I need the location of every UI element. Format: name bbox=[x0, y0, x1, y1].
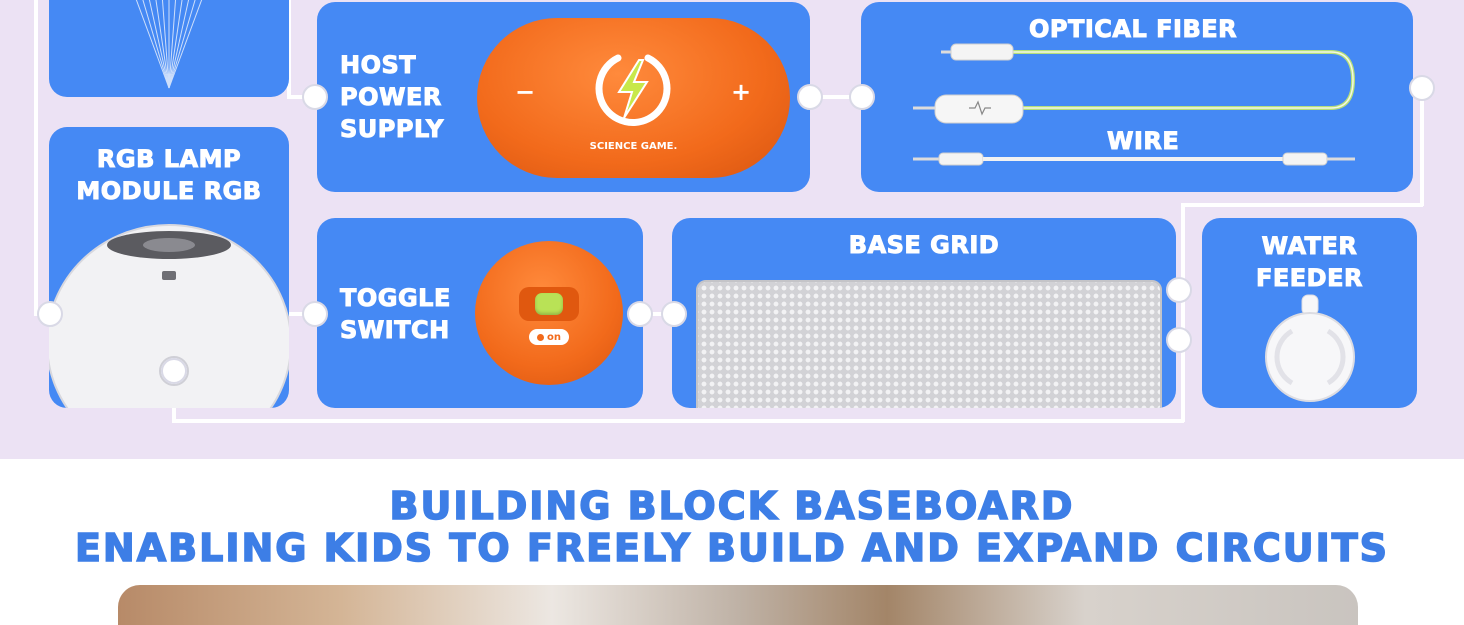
on-indicator-dot bbox=[537, 333, 544, 341]
water-feeder-card: WATER FEEDER bbox=[1202, 218, 1417, 408]
optical-fiber-label: OPTICAL FIBER bbox=[1028, 15, 1238, 44]
connector-dot bbox=[161, 358, 187, 384]
connector-dot bbox=[37, 301, 63, 327]
wire-illustration bbox=[913, 152, 1355, 166]
plus-symbol: + bbox=[731, 78, 752, 106]
toggle-knob bbox=[535, 293, 563, 315]
headline-line-2: ENABLING KIDS TO FREELY BUILD AND EXPAND… bbox=[74, 525, 1390, 571]
connector-line bbox=[640, 312, 674, 316]
host-power-supply-card: HOST POWER SUPPLY − + SCIENCE GAME. bbox=[317, 2, 810, 192]
kids-building-photo bbox=[118, 585, 1358, 625]
toggle-switch-pod: on bbox=[475, 241, 623, 385]
base-grid-label: BASE GRID bbox=[848, 231, 1000, 260]
toggle-switch-label: TOGGLE SWITCH bbox=[340, 284, 451, 345]
base-grid-card: BASE GRID bbox=[672, 218, 1176, 408]
connector-dot bbox=[302, 301, 328, 327]
connector-line bbox=[172, 419, 1184, 423]
toggle-switch-card: TOGGLE SWITCH on bbox=[317, 218, 643, 408]
component-diagram-panel: RGB LAMP MODULE RGB HOST POWER SUPPLY − … bbox=[0, 0, 1464, 459]
fiber-strands-illustration bbox=[135, 0, 203, 89]
power-bolt-icon bbox=[595, 54, 671, 127]
connector-dot bbox=[1166, 327, 1192, 353]
brand-label: SCIENCE GAME. bbox=[589, 141, 678, 152]
rgb-lamp-illustration bbox=[49, 224, 289, 408]
on-indicator-label: on bbox=[547, 331, 561, 343]
water-feeder-illustration bbox=[1265, 294, 1355, 402]
base-grid-board bbox=[696, 280, 1162, 408]
connector-dot bbox=[627, 301, 653, 327]
connector-dot bbox=[302, 84, 328, 110]
connector-dot bbox=[849, 84, 875, 110]
connector-dot bbox=[1166, 277, 1192, 303]
connector-line bbox=[808, 95, 863, 99]
minus-symbol: − bbox=[515, 78, 536, 106]
rgb-lamp-module-label: RGB LAMP MODULE RGB bbox=[76, 145, 262, 206]
connector-line bbox=[1181, 204, 1185, 422]
optical-fiber-illustration bbox=[913, 43, 1356, 124]
headline-line-1: BUILDING BLOCK BASEBOARD bbox=[389, 483, 1075, 529]
connector-line bbox=[34, 0, 38, 314]
power-supply-pod: − + SCIENCE GAME. bbox=[477, 18, 790, 178]
connector-line bbox=[1181, 203, 1423, 207]
toggle-slot bbox=[519, 287, 579, 321]
connector-line bbox=[1420, 88, 1424, 206]
host-power-supply-label: HOST POWER SUPPLY bbox=[340, 51, 444, 144]
on-indicator: on bbox=[529, 329, 569, 345]
rgb-lamp-module-card: RGB LAMP MODULE RGB bbox=[49, 127, 289, 408]
connector-dot bbox=[797, 84, 823, 110]
connector-dot bbox=[661, 301, 687, 327]
wire-label: WIRE bbox=[1106, 127, 1180, 156]
light-strand-card bbox=[49, 0, 289, 97]
optical-fiber-wire-card: OPTICAL FIBER WIRE bbox=[861, 2, 1413, 192]
water-feeder-label: WATER FEEDER bbox=[1256, 232, 1363, 293]
connector-dot bbox=[1409, 75, 1435, 101]
connector-line bbox=[287, 0, 291, 97]
